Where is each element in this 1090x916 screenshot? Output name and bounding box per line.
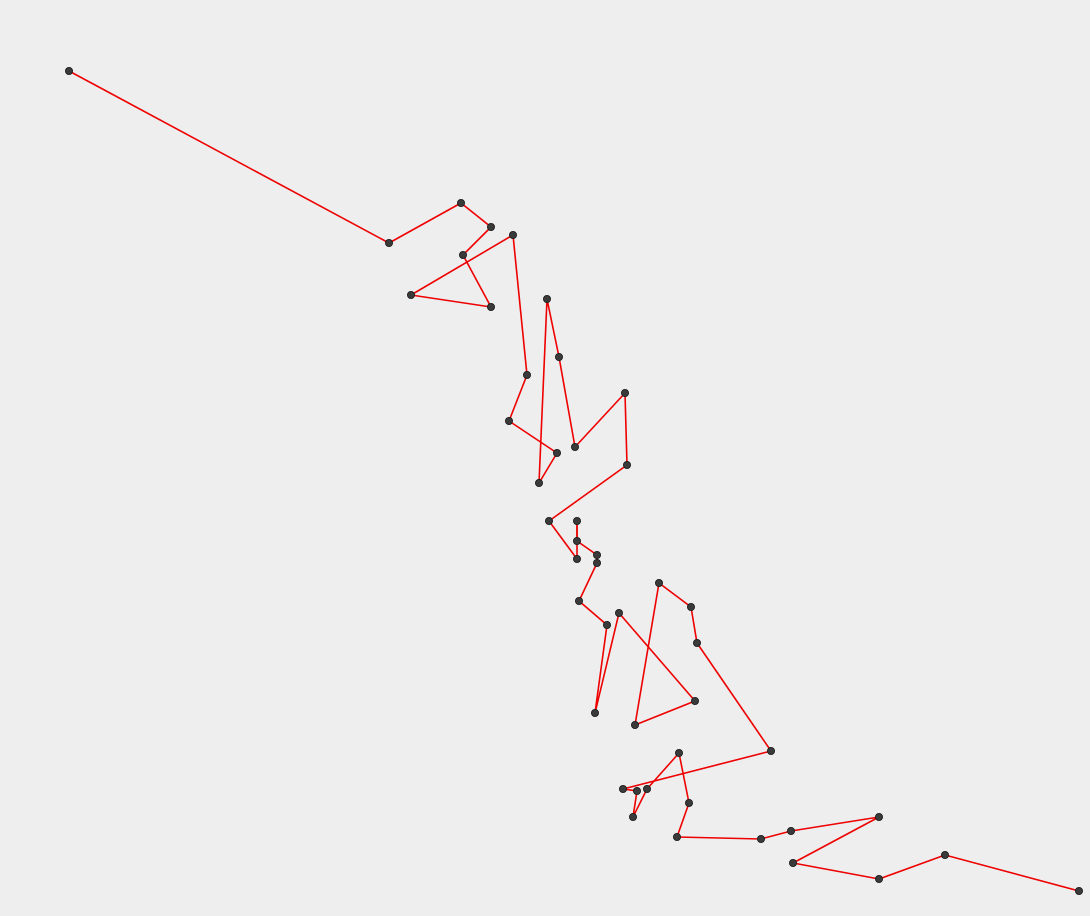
- series-segment: [410, 234, 514, 296]
- series-segment: [792, 816, 880, 864]
- data-point: [573, 537, 582, 546]
- data-point: [691, 697, 700, 706]
- data-point: [543, 294, 552, 303]
- series-segment: [512, 234, 528, 376]
- series-segment: [622, 750, 772, 790]
- series-segment: [676, 802, 690, 838]
- data-point: [787, 827, 796, 836]
- series-segment: [624, 392, 628, 466]
- series-segment: [538, 452, 558, 484]
- data-point: [693, 639, 702, 648]
- series-segment: [558, 356, 576, 448]
- data-point: [573, 555, 582, 564]
- series-segment: [878, 854, 946, 880]
- series-segment: [634, 700, 696, 726]
- series-points: [65, 67, 1084, 896]
- data-point: [615, 609, 624, 618]
- series-segment: [678, 752, 690, 804]
- series-segment: [760, 830, 792, 840]
- data-point: [767, 747, 776, 756]
- series-segment: [574, 392, 626, 448]
- data-point: [593, 559, 602, 568]
- data-point: [553, 448, 562, 457]
- data-point: [575, 597, 584, 606]
- data-point: [571, 442, 580, 451]
- series-segment: [462, 254, 492, 308]
- series-segment: [578, 600, 608, 626]
- series-segment: [462, 226, 492, 256]
- data-point: [555, 352, 564, 361]
- data-point: [875, 813, 884, 822]
- series-segment: [460, 202, 492, 228]
- data-point: [675, 749, 684, 758]
- series-segment: [410, 294, 492, 308]
- series-segment: [632, 790, 638, 818]
- data-point: [603, 621, 612, 630]
- series-segment: [548, 520, 578, 560]
- series-segment: [546, 298, 560, 358]
- data-point: [456, 198, 465, 207]
- data-point: [406, 290, 415, 299]
- data-point: [591, 709, 600, 718]
- series-segment: [508, 374, 528, 422]
- data-point: [384, 238, 393, 247]
- data-point: [623, 460, 632, 469]
- data-point: [941, 851, 950, 860]
- series-segment: [676, 836, 762, 840]
- series-segment: [594, 624, 608, 714]
- series-segment: [696, 642, 772, 752]
- series-segment: [594, 612, 620, 714]
- data-point: [685, 799, 694, 808]
- data-point: [875, 875, 884, 884]
- data-point: [573, 517, 582, 526]
- data-point: [486, 302, 495, 311]
- series-segment: [548, 464, 628, 522]
- data-point: [633, 787, 642, 796]
- data-point: [65, 67, 74, 76]
- data-point: [629, 813, 638, 822]
- series-segment: [68, 70, 390, 244]
- data-point: [757, 835, 766, 844]
- series-segment: [646, 752, 680, 790]
- data-point: [508, 230, 517, 239]
- data-point: [655, 579, 664, 588]
- series-segment: [538, 298, 548, 484]
- series-segment: [632, 788, 648, 818]
- series-segment: [576, 540, 598, 556]
- data-point: [621, 388, 630, 397]
- series-segment: [792, 862, 880, 880]
- series-segment: [690, 606, 698, 644]
- data-point: [687, 603, 696, 612]
- series-segment: [944, 854, 1080, 892]
- data-point: [504, 416, 513, 425]
- series-segment: [658, 582, 692, 608]
- data-point: [631, 721, 640, 730]
- data-point: [523, 370, 532, 379]
- series-segment: [578, 562, 598, 602]
- data-point: [619, 785, 628, 794]
- data-point: [486, 222, 495, 231]
- data-point: [643, 785, 652, 794]
- data-point: [458, 250, 467, 259]
- series-segment: [790, 816, 880, 832]
- data-point: [545, 517, 554, 526]
- series-segment: [388, 202, 462, 244]
- data-point: [593, 551, 602, 560]
- data-point: [673, 833, 682, 842]
- data-point: [535, 478, 544, 487]
- series-segment: [634, 582, 660, 726]
- data-point: [1075, 887, 1084, 896]
- data-point: [789, 859, 798, 868]
- series-segment: [508, 420, 558, 454]
- series-segment: [618, 612, 696, 702]
- series-lines: [68, 70, 1080, 892]
